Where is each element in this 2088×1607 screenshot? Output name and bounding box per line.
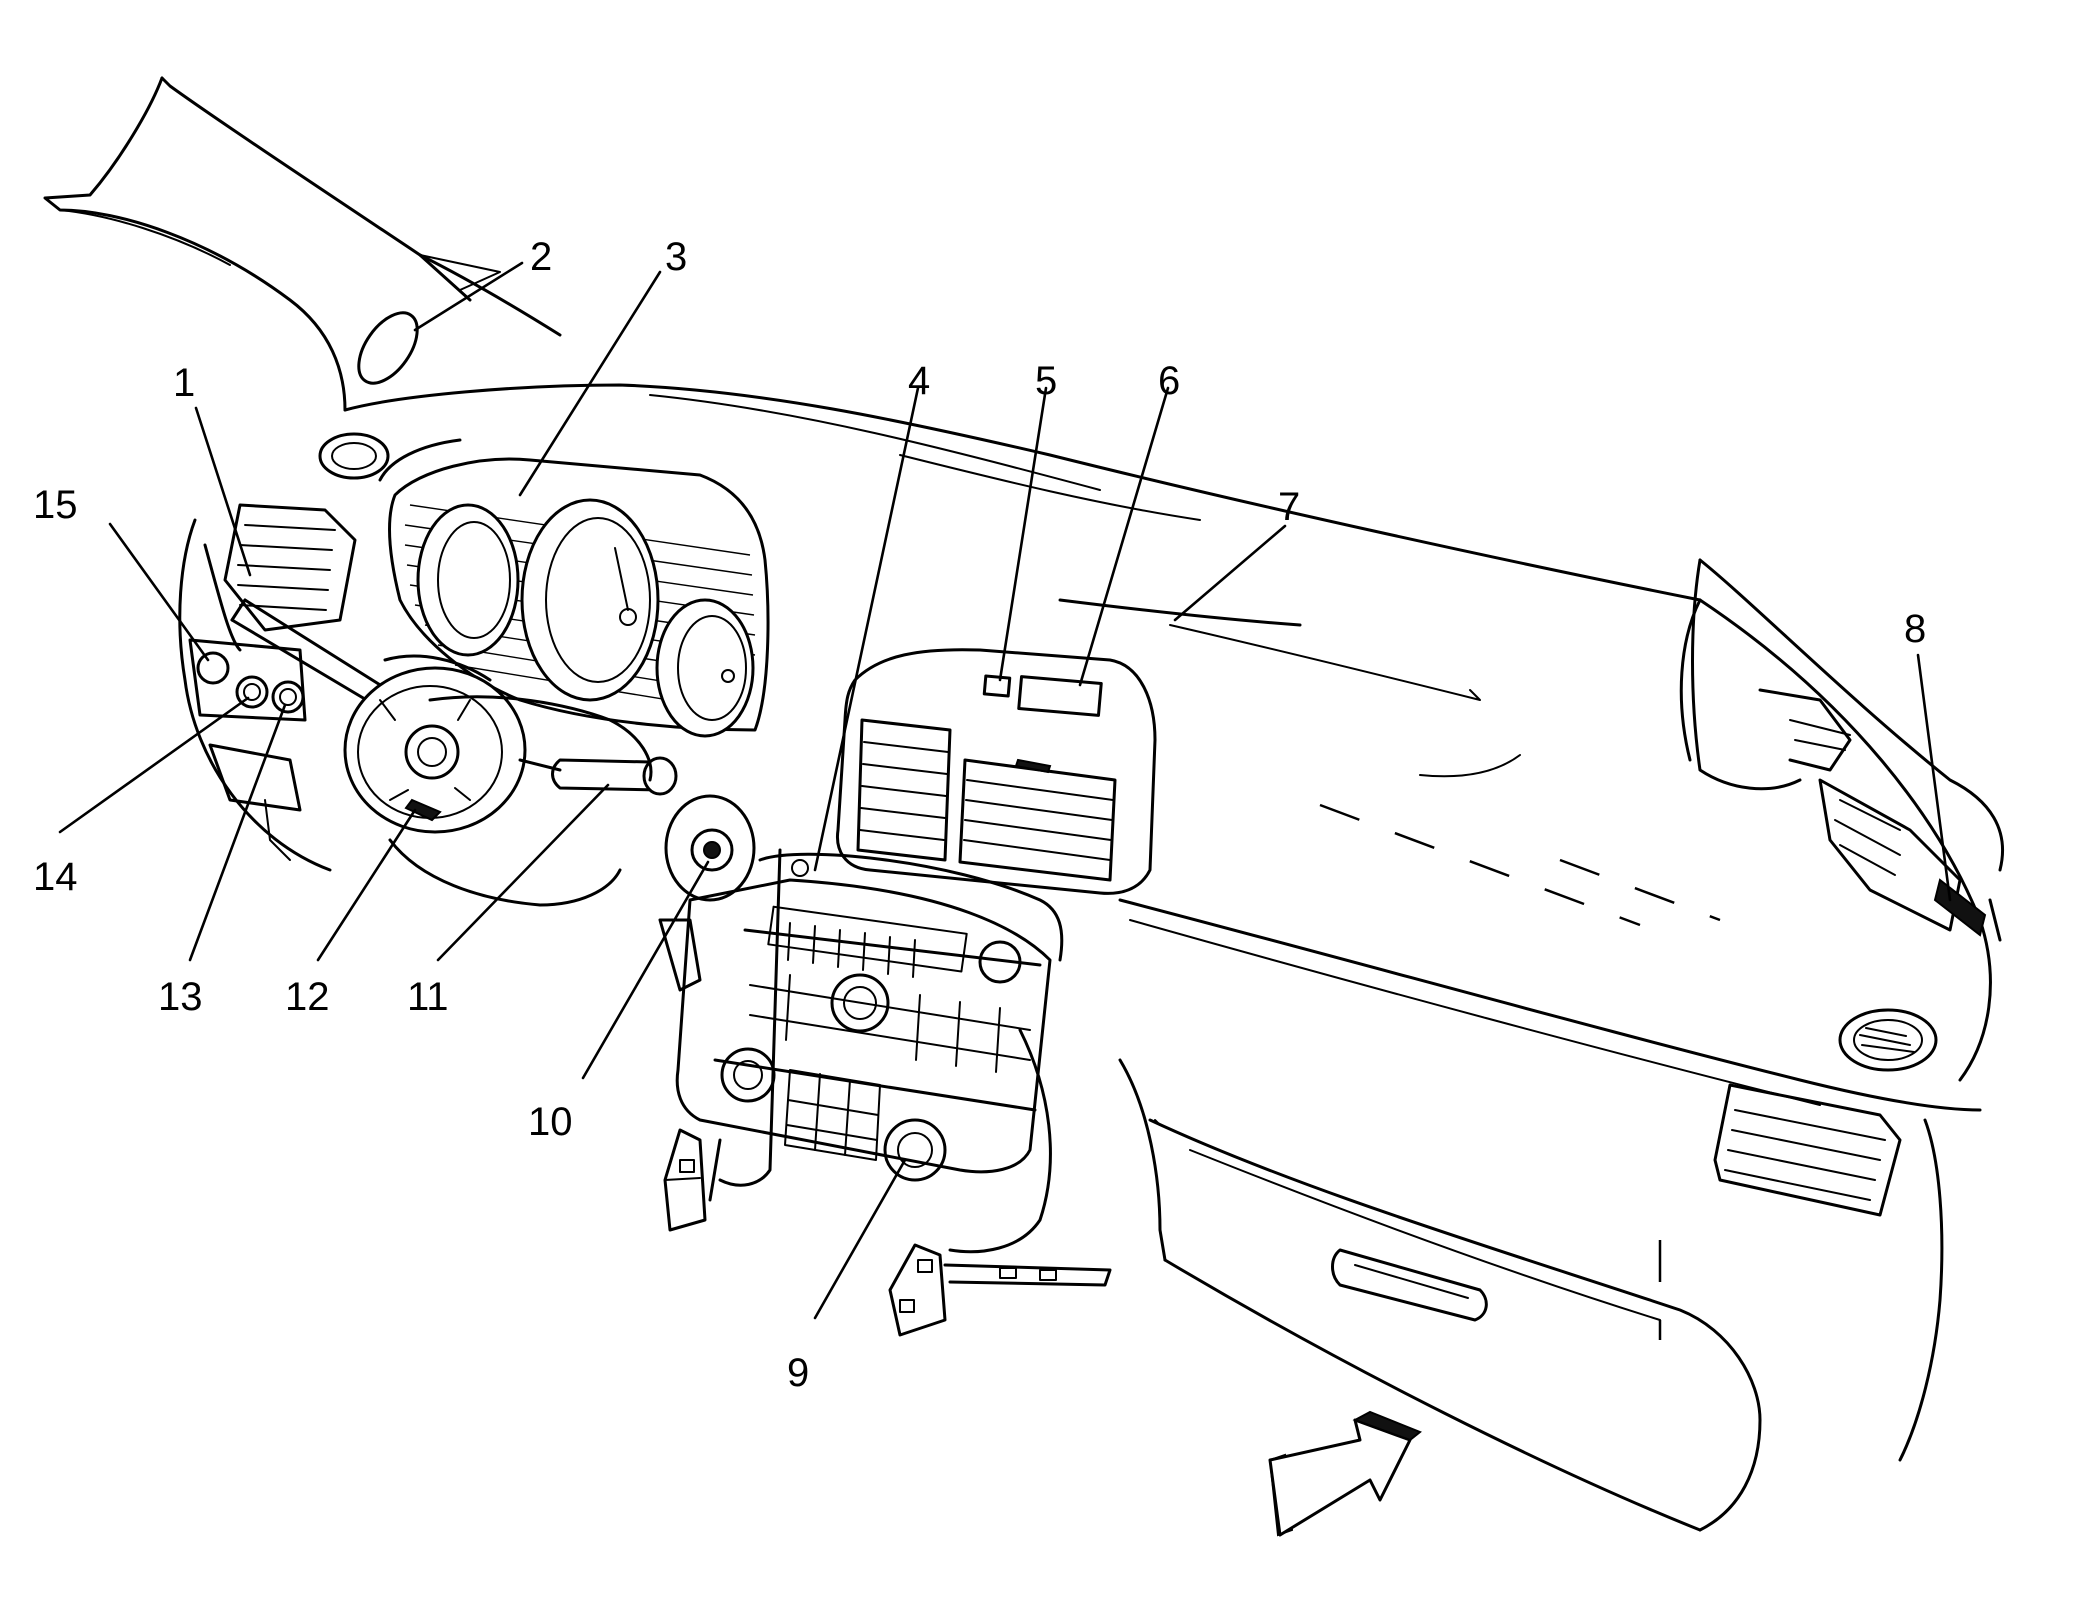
headlamp-switch-cluster	[188, 638, 307, 861]
a-pillar-trim	[43, 76, 562, 412]
center-stack-upper	[835, 648, 1157, 895]
callout-14: 14	[33, 855, 78, 899]
leader-6	[1078, 386, 1170, 687]
clockspring	[343, 666, 527, 834]
info-display	[1017, 675, 1103, 717]
dash-outline	[343, 383, 1992, 1112]
leader-15	[108, 522, 210, 662]
callout-13: 13	[158, 975, 203, 1019]
callout-12: 12	[285, 975, 330, 1019]
leader-5	[998, 386, 1048, 682]
radio-center-knob	[830, 973, 890, 1033]
leader-3	[518, 270, 662, 497]
leader-lines	[58, 261, 1952, 1320]
lower-center-bracket	[888, 1028, 1112, 1337]
steering-column	[230, 598, 678, 907]
leader-2	[413, 261, 524, 332]
instrument-cluster	[378, 438, 770, 738]
callout-5: 5	[1035, 359, 1057, 403]
right-side-vents	[1713, 1008, 1944, 1462]
leader-11	[436, 783, 610, 962]
callout-2: 2	[530, 235, 552, 279]
callout-1: 1	[173, 361, 195, 405]
leader-4	[813, 386, 920, 872]
switch-13	[271, 680, 305, 714]
sensor-ring	[357, 311, 419, 385]
callout-15: 15	[33, 483, 78, 527]
glove-box-handle	[1331, 1248, 1488, 1322]
callout-4: 4	[908, 359, 930, 403]
forward-view-arrow	[1268, 1410, 1422, 1537]
leader-7	[1173, 524, 1287, 622]
callout-11: 11	[407, 975, 449, 1019]
leader-12	[316, 808, 417, 962]
leader-8	[1916, 653, 1952, 902]
leader-10	[581, 860, 710, 1080]
right-rectangular-vent	[1713, 1083, 1902, 1217]
callout-7: 7	[1278, 485, 1300, 529]
radio-hvac-faceplate	[675, 848, 1064, 1187]
leader-13	[188, 703, 287, 962]
fuel-gauge	[655, 598, 755, 738]
speedometer	[520, 498, 660, 702]
callout-6: 6	[1158, 359, 1180, 403]
lower-left-bracket	[663, 1128, 722, 1232]
callout-3: 3	[665, 235, 687, 279]
leader-14	[58, 696, 250, 834]
right-end-connector	[1691, 558, 2005, 942]
callout-10: 10	[528, 1100, 573, 1144]
callout-8: 8	[1904, 607, 1926, 651]
switch-button-5	[982, 674, 1012, 698]
ignition-switch	[658, 794, 756, 992]
leader-1	[194, 406, 252, 577]
hvac-knob-left	[720, 1047, 776, 1103]
hvac-knob-right	[883, 1118, 947, 1182]
leader-9	[813, 1158, 907, 1320]
switch-15	[196, 651, 230, 685]
switch-14	[235, 675, 269, 709]
callout-9: 9	[787, 1351, 809, 1395]
tachometer	[416, 503, 520, 657]
right-round-vent	[1838, 1008, 1938, 1072]
glove-box	[1118, 1058, 1762, 1532]
callout-labels: 1 2 3 4 5 6 7 8 9 10 11 12 13 14 15	[33, 235, 1926, 1395]
radio-knob-right	[978, 940, 1022, 984]
